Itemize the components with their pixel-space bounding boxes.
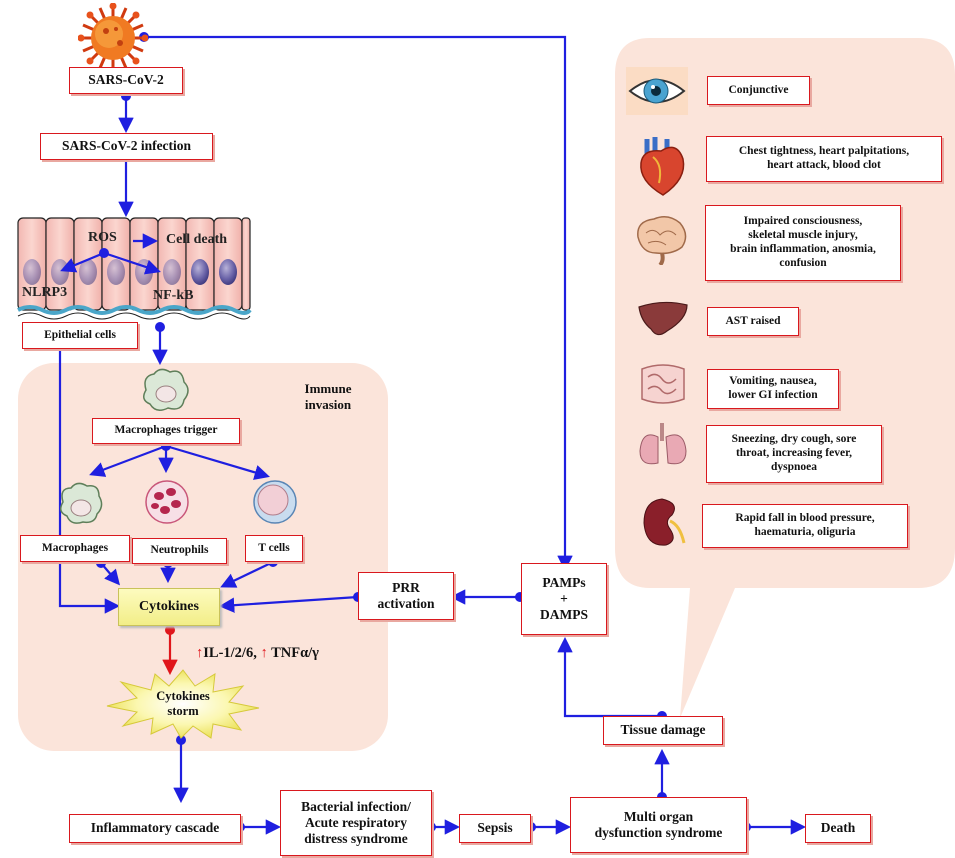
interleukin-label: ↑IL-1/2/6, ↑ TNFα/γ <box>196 645 319 662</box>
neutrophils-box: Neutrophils <box>132 538 227 564</box>
sepsis-box: Sepsis <box>459 814 531 843</box>
intestine-icon <box>641 364 685 404</box>
cytokines-storm-label: Cytokines storm <box>156 689 210 718</box>
bacterial-infection-box: Bacterial infection/ Acute respiratory d… <box>280 790 432 856</box>
tnf-text: TNFα/γ <box>267 645 319 661</box>
increase-arrow: ↑ <box>260 645 268 661</box>
macrophages-trigger-box: Macrophages trigger <box>92 418 240 444</box>
heart-icon <box>640 137 685 196</box>
organ-box-kidney: Rapid fall in blood pressure, haematuria… <box>702 504 908 548</box>
kidney-icon <box>643 498 686 546</box>
cell-death-label: Cell death <box>166 232 228 247</box>
sars-cov-2-label: SARS-CoV-2 <box>69 67 183 94</box>
nlrp3-label: NLRP3 <box>22 285 68 300</box>
epithelial-cells-label: Epithelial cells <box>22 322 138 349</box>
cytokines-box: Cytokines <box>118 588 220 626</box>
t-cells-box: T cells <box>245 535 303 562</box>
multi-organ-box: Multi organ dysfunction syndrome <box>570 797 747 853</box>
macrophage-trigger-icon <box>143 368 189 411</box>
eye-icon <box>626 67 688 115</box>
virus-icon <box>78 3 148 73</box>
death-box: Death <box>805 814 871 843</box>
organ-box-lungs: Sneezing, dry cough, sore throat, increa… <box>706 425 882 483</box>
inflammatory-cascade-box: Inflammatory cascade <box>69 814 241 843</box>
organ-box-eye: Conjunctive <box>707 76 810 105</box>
macrophage-icon <box>60 482 103 524</box>
immune-invasion-title: Immune invasion <box>304 381 352 412</box>
cytokines-storm-burst <box>106 669 260 739</box>
ros-label: ROS <box>88 230 117 245</box>
increase-arrow: ↑ <box>196 645 204 661</box>
lungs-icon <box>639 423 687 465</box>
liver-icon <box>638 301 688 336</box>
infection-box: SARS-CoV-2 infection <box>40 133 213 160</box>
organ-box-brain: Impaired consciousness, skeletal muscle … <box>705 205 901 281</box>
organ-box-liver: AST raised <box>707 307 799 336</box>
brain-icon <box>637 216 687 265</box>
prr-activation-box: PRR activation <box>358 572 454 620</box>
pamps-damps-box: PAMPs + DAMPS <box>521 563 607 635</box>
macrophages-box: Macrophages <box>20 535 130 562</box>
neutrophil-icon <box>145 480 189 524</box>
organ-box-heart: Chest tightness, heart palpitations, hea… <box>706 136 942 182</box>
t-cell-icon <box>253 480 297 524</box>
organ-box-intestine: Vomiting, nausea, lower GI infection <box>707 369 839 409</box>
tissue-damage-box: Tissue damage <box>603 716 723 745</box>
nfkb-label: NF-kB <box>153 288 194 303</box>
il-text: IL-1/2/6, <box>203 645 257 661</box>
